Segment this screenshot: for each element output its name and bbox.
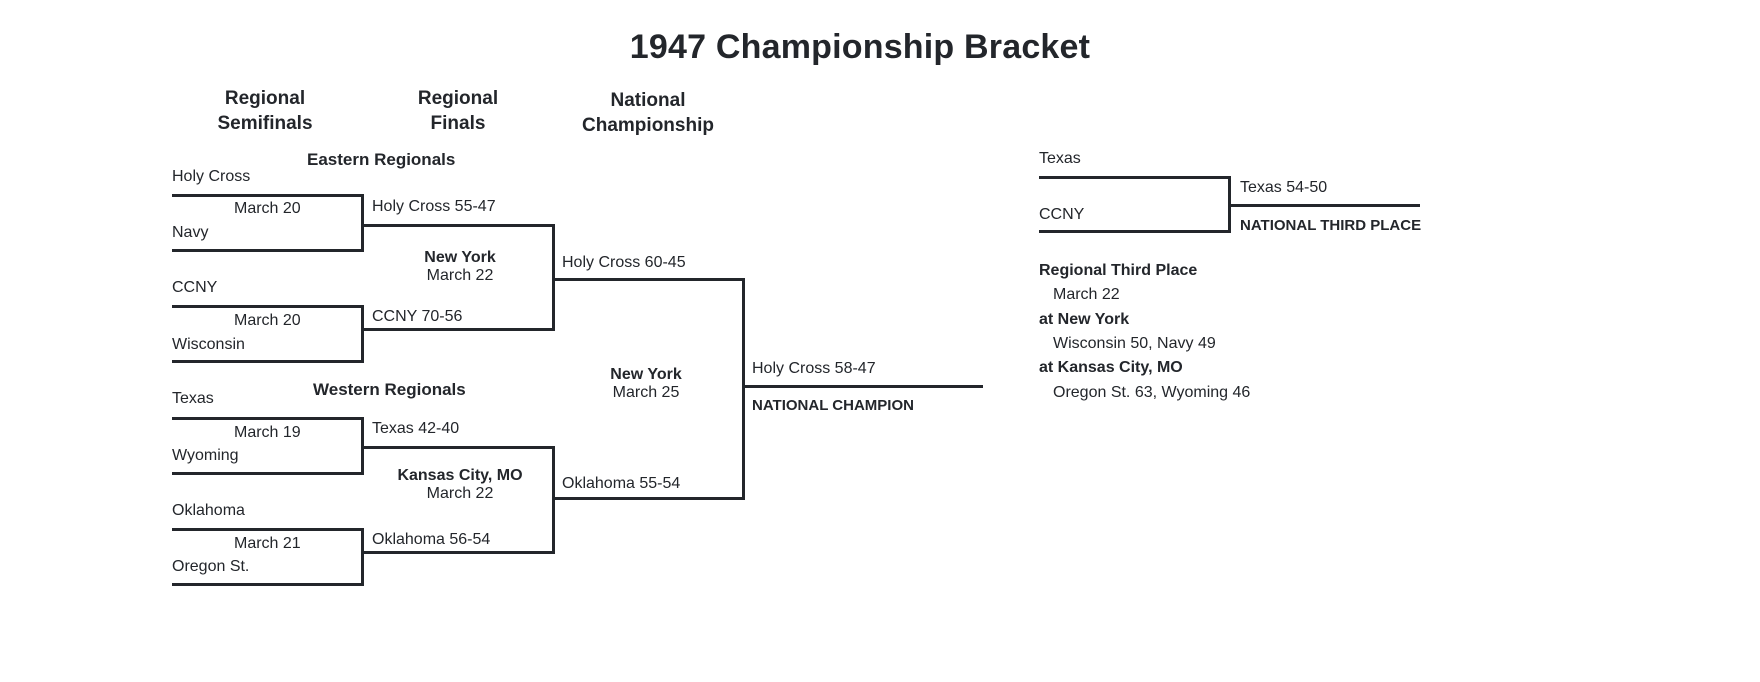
regional-final-1-result: Holy Cross 55-47 <box>372 198 496 215</box>
regional-final-east-site-name: New York <box>424 249 496 266</box>
champion-result: Holy Cross 58-47 <box>752 360 876 377</box>
semifinal-2-date: March 20 <box>234 312 301 329</box>
regional-third-place-heading: Regional Third Place <box>1039 262 1198 279</box>
semifinal-3-bottom-team: Wyoming <box>172 447 239 464</box>
region-caption-western: Western Regionals <box>313 380 466 399</box>
semifinal-3-bottom-rule <box>172 472 364 475</box>
semifinal-2-bottom-team: Wisconsin <box>172 336 245 353</box>
third-place-bottom-rule <box>1039 230 1231 233</box>
semifinal-2-connector <box>361 305 364 363</box>
column-header-line-2: Semifinals <box>217 113 313 135</box>
semifinal-1-date: March 20 <box>234 200 301 217</box>
champion-label: NATIONAL CHAMPION <box>752 397 914 414</box>
regional-third-place-date: March 22 <box>1053 286 1120 304</box>
semifinal-2-bottom-rule <box>172 360 364 363</box>
third-place-top-rule <box>1039 176 1231 179</box>
semifinal-4-connector <box>361 528 364 586</box>
regional-final-2-rule <box>364 328 555 331</box>
regional-final-2-result: CCNY 70-56 <box>372 308 463 325</box>
column-header-regional-finals: Regional Finals <box>368 86 548 136</box>
regional-third-place-site-one-result: Wisconsin 50, Navy 49 <box>1053 334 1216 352</box>
national-semifinal-2-result: Oklahoma 55-54 <box>562 475 681 492</box>
regional-final-4-rule <box>364 551 555 554</box>
column-header-line-2: Championship <box>582 115 714 137</box>
national-semifinal-1-rule <box>555 278 745 281</box>
semifinal-3-date: March 19 <box>234 424 301 441</box>
third-place-label: NATIONAL THIRD PLACE <box>1240 217 1422 234</box>
regional-final-1-rule <box>364 224 555 227</box>
regional-final-east-site: New York March 22 <box>369 249 551 285</box>
champion-rule <box>745 385 983 388</box>
semifinal-3-connector <box>361 417 364 475</box>
column-header-regional-semifinals: Regional Semifinals <box>175 86 355 136</box>
semifinal-4-top-team: Oklahoma <box>172 502 245 519</box>
regional-final-3-rule <box>364 446 555 449</box>
semifinal-3-top-team: Texas <box>172 390 214 407</box>
regional-final-west-date: March 22 <box>426 485 494 502</box>
regional-third-place-site-two: at Kansas City, MO <box>1039 359 1183 377</box>
semifinal-4-top-rule <box>172 528 364 531</box>
regional-final-west-connector <box>552 446 555 553</box>
regional-third-place-site-one: at New York <box>1039 310 1130 328</box>
final-date: March 25 <box>612 384 680 401</box>
semifinal-1-bottom-rule <box>172 249 364 252</box>
semifinal-4-bottom-team: Oregon St. <box>172 558 250 575</box>
regional-final-east-date: March 22 <box>426 267 494 284</box>
semifinal-1-bottom-team: Navy <box>172 224 209 241</box>
national-final-connector <box>742 278 745 499</box>
column-header-national-championship: National Championship <box>558 88 738 138</box>
column-header-line-2: Finals <box>430 113 486 135</box>
page-title: 1947 Championship Bracket <box>629 28 1091 66</box>
column-header-line-1: Regional <box>224 88 306 109</box>
semifinal-4-bottom-rule <box>172 583 364 586</box>
region-caption-eastern: Eastern Regionals <box>307 150 456 169</box>
regional-third-place-notes: Regional Third Place March 22 at New Yor… <box>1039 259 1399 405</box>
semifinal-1-top-rule <box>172 194 364 197</box>
third-place-top-team: Texas <box>1039 150 1081 167</box>
national-semifinal-2-rule <box>555 497 745 500</box>
regional-final-west-site: Kansas City, MO March 22 <box>369 467 551 503</box>
semifinal-4-date: March 21 <box>234 535 301 552</box>
third-place-connector <box>1228 176 1231 233</box>
semifinal-2-top-rule <box>172 305 364 308</box>
third-place-result-rule <box>1231 204 1420 207</box>
final-site-name: New York <box>610 366 682 383</box>
semifinal-1-connector <box>361 194 364 252</box>
regional-final-3-result: Texas 42-40 <box>372 420 460 437</box>
column-header-line-1: National <box>610 90 686 111</box>
semifinal-3-top-rule <box>172 417 364 420</box>
regional-third-place-site-two-result: Oregon St. 63, Wyoming 46 <box>1053 383 1251 401</box>
regional-final-4-result: Oklahoma 56-54 <box>372 531 491 548</box>
national-semifinal-1-result: Holy Cross 60-45 <box>562 254 686 271</box>
semifinal-2-top-team: CCNY <box>172 279 218 296</box>
third-place-bottom-team: CCNY <box>1039 206 1085 223</box>
regional-final-east-connector <box>552 224 555 331</box>
semifinal-1-top-team: Holy Cross <box>172 168 251 185</box>
column-header-line-1: Regional <box>417 88 499 109</box>
third-place-result: Texas 54-50 <box>1240 179 1328 196</box>
final-site: New York March 25 <box>556 366 736 402</box>
regional-final-west-site-name: Kansas City, MO <box>397 467 523 484</box>
